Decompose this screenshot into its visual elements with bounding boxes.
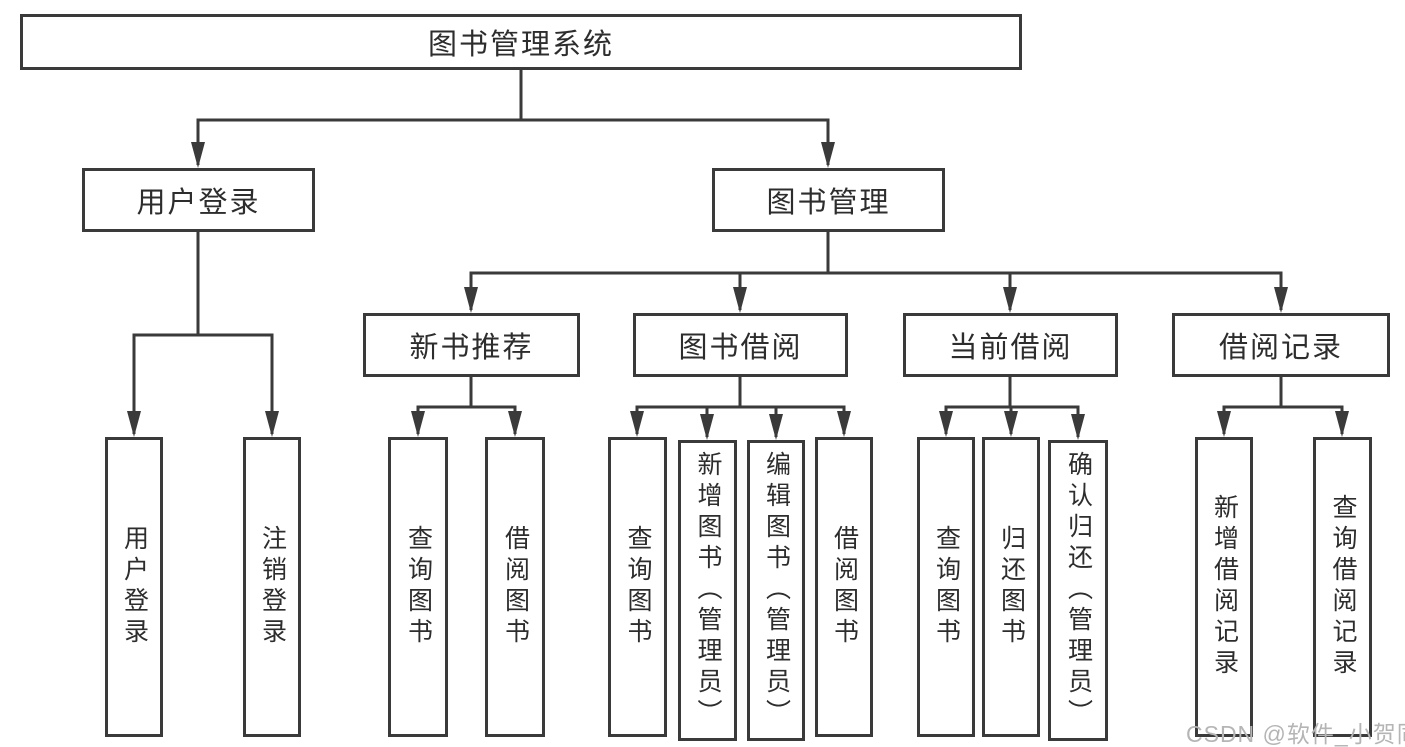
arrowhead — [837, 411, 851, 437]
leaf-recommend-query-book: 查询图书 — [388, 437, 448, 737]
leaf-current-return-book-label: 归还图书 — [997, 525, 1026, 649]
leaf-records-query-record-label: 查询借阅记录 — [1329, 494, 1357, 680]
leaf-logout: 注销登录 — [243, 437, 301, 737]
leaf-recommend-borrow-book: 借阅图书 — [485, 437, 545, 737]
node-book-management: 图书管理 — [712, 168, 945, 232]
arrowhead — [127, 411, 141, 437]
arrowhead — [733, 287, 747, 313]
leaf-borrowing-query-book-label: 查询图书 — [624, 525, 652, 649]
leaf-current-query-book-label: 查询图书 — [932, 525, 961, 649]
arrowhead — [1004, 411, 1018, 437]
leaf-current-query-book: 查询图书 — [917, 437, 975, 737]
arrowhead — [265, 411, 279, 437]
arrowhead — [630, 411, 644, 437]
leaf-user-login: 用户登录 — [105, 437, 163, 737]
leaf-borrowing-borrow-book: 借阅图书 — [815, 437, 873, 737]
leaf-user-login-label: 用户登录 — [120, 525, 149, 649]
node-current-borrowing: 当前借阅 — [903, 313, 1118, 377]
leaf-current-return-book: 归还图书 — [982, 437, 1040, 737]
leaf-recommend-borrow-book-label: 借阅图书 — [501, 525, 530, 649]
arrowhead — [508, 411, 522, 437]
arrowhead — [1217, 411, 1231, 437]
arrowhead — [191, 142, 205, 168]
leaf-borrowing-add-book-label: 新增图书（管理员） — [694, 451, 722, 730]
leaf-recommend-query-book-label: 查询图书 — [404, 525, 433, 649]
leaf-current-confirm-return-label: 确认归还（管理员） — [1064, 451, 1093, 730]
leaf-borrowing-edit-book-label: 编辑图书（管理员） — [762, 451, 791, 730]
arrowhead — [1071, 414, 1085, 440]
arrowhead — [1335, 411, 1349, 437]
leaf-records-add-record: 新增借阅记录 — [1195, 437, 1253, 737]
node-library-system: 图书管理系统 — [20, 14, 1022, 70]
arrowhead — [769, 414, 783, 440]
leaf-records-query-record: 查询借阅记录 — [1313, 437, 1372, 737]
node-book-borrowing: 图书借阅 — [633, 313, 848, 377]
leaf-logout-label: 注销登录 — [258, 525, 287, 649]
connector-path — [132, 70, 1344, 437]
watermark: CSDN @软件_小贺同学 — [1186, 721, 1405, 747]
arrowhead — [1003, 287, 1017, 313]
node-new-book-recommend: 新书推荐 — [363, 313, 580, 377]
leaf-records-add-record-label: 新增借阅记录 — [1210, 494, 1239, 680]
arrowhead — [821, 142, 835, 168]
leaf-current-confirm-return: 确认归还（管理员） — [1048, 440, 1108, 741]
leaf-borrowing-borrow-book-label: 借阅图书 — [830, 525, 859, 649]
arrowhead — [939, 411, 953, 437]
arrowhead — [700, 414, 714, 440]
arrowhead — [464, 287, 478, 313]
arrowhead — [411, 411, 425, 437]
leaf-borrowing-query-book: 查询图书 — [608, 437, 667, 737]
arrowhead — [1274, 287, 1288, 313]
leaf-borrowing-edit-book: 编辑图书（管理员） — [747, 440, 805, 741]
node-borrowing-records: 借阅记录 — [1172, 313, 1390, 377]
node-user-login: 用户登录 — [82, 168, 315, 232]
leaf-borrowing-add-book: 新增图书（管理员） — [678, 440, 737, 741]
